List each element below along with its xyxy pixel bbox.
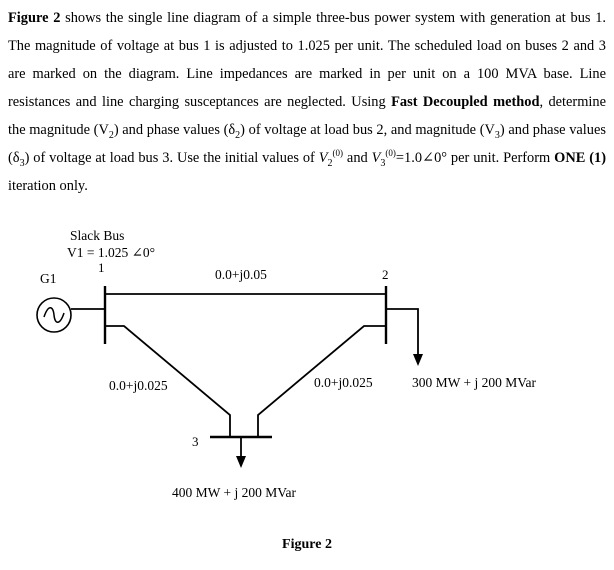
method-name: Fast Decoupled method bbox=[391, 94, 540, 110]
problem-text: , determine the magnitude (V bbox=[8, 94, 607, 138]
problem-text: shows the single line diagram of a simpl… bbox=[8, 10, 606, 110]
generator-symbol bbox=[36, 297, 72, 333]
v1-label: V1 = 1.025 ∠0° bbox=[67, 245, 155, 260]
problem-text: ) of voltage at load bus 3. Use the init… bbox=[24, 150, 319, 166]
figure-ref: Figure 2 bbox=[8, 10, 61, 26]
line-1-3-impedance: 0.0+j0.025 bbox=[109, 378, 168, 393]
subscript: 2 bbox=[235, 129, 241, 141]
subscript: 3 bbox=[380, 157, 386, 169]
problem-text: ) and phase values (δ bbox=[113, 122, 236, 138]
line-2-3-impedance: 0.0+j0.025 bbox=[314, 375, 373, 390]
generator-wave bbox=[43, 307, 65, 323]
superscript: (0) bbox=[385, 148, 396, 159]
v3-symbol: V bbox=[371, 150, 381, 166]
v2-symbol: V bbox=[318, 150, 328, 166]
bus-1-number: 1 bbox=[98, 260, 105, 275]
bus-2-number: 2 bbox=[382, 267, 389, 282]
subscript: 3 bbox=[494, 129, 500, 141]
load-2-feeder bbox=[386, 308, 419, 355]
load-3-arrow bbox=[236, 456, 246, 468]
load-3-label: 400 MW + j 200 MVar bbox=[172, 485, 296, 500]
iteration-count: ONE (1) bbox=[554, 150, 606, 166]
problem-text: =1.0∠0° per unit. Perform bbox=[395, 150, 555, 166]
problem-statement: Figure 2 shows the single line diagram o… bbox=[8, 4, 606, 200]
line-2-3 bbox=[257, 325, 386, 437]
load-2-arrow bbox=[413, 354, 423, 366]
problem-text: and bbox=[343, 150, 372, 166]
problem-text: ) and phase values (δ bbox=[8, 122, 606, 166]
figure-caption: Figure 2 bbox=[282, 537, 332, 552]
subscript: 2 bbox=[108, 129, 114, 141]
line-1-3 bbox=[105, 325, 231, 437]
load-2-label: 300 MW + j 200 MVar bbox=[412, 375, 536, 390]
problem-text: iteration only. bbox=[8, 178, 88, 194]
slack-bus-label: Slack Bus bbox=[70, 228, 124, 243]
subscript: 2 bbox=[327, 157, 333, 169]
bus-3-number: 3 bbox=[192, 434, 199, 449]
gen-label: G1 bbox=[40, 271, 57, 286]
problem-text: ) of voltage at load bus 2, and magnitud… bbox=[240, 122, 495, 138]
subscript: 3 bbox=[19, 157, 25, 169]
line-1-2-impedance: 0.0+j0.05 bbox=[215, 267, 267, 282]
superscript: (0) bbox=[332, 148, 344, 159]
